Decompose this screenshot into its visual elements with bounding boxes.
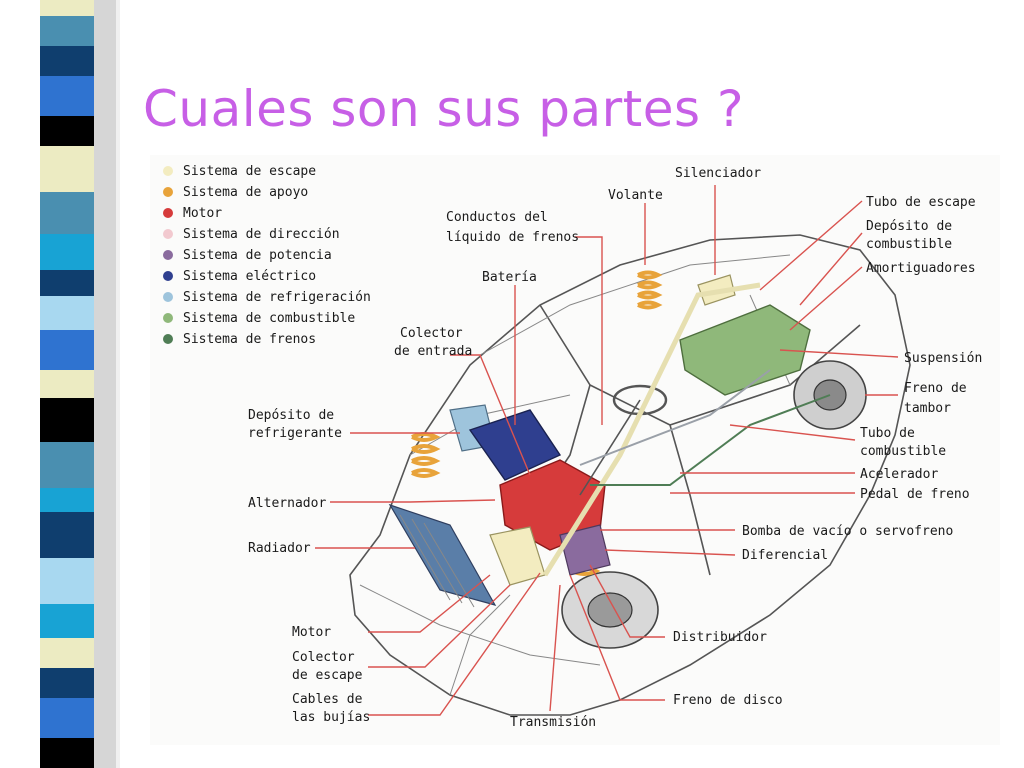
label-colector-escape-1: Colector: [292, 650, 355, 665]
label-tubo-comb-1: Tubo de: [860, 426, 915, 441]
legend-swatch: [163, 334, 173, 344]
label-volante: Volante: [608, 188, 663, 203]
legend-label: Sistema de dirección: [183, 227, 340, 242]
label-alternador: Alternador: [248, 496, 326, 511]
label-distribuidor: Distribuidor: [673, 630, 767, 645]
label-bateria: Batería: [482, 270, 537, 285]
legend-label: Sistema de potencia: [183, 248, 332, 263]
battery: [468, 409, 562, 481]
label-acelerador: Acelerador: [860, 467, 938, 482]
legend-swatch: [163, 271, 173, 281]
decorative-stripe: [0, 0, 120, 768]
label-transmision: Transmisión: [510, 715, 596, 730]
brake-lines: [590, 394, 831, 486]
label-conductos-1: Conductos del: [446, 210, 548, 225]
legend-label: Sistema de escape: [183, 164, 316, 179]
legend-swatch: [163, 166, 173, 176]
label-deposito-comb-2: combustible: [866, 237, 952, 252]
legend-label: Sistema de refrigeración: [183, 290, 371, 305]
label-freno-disco: Freno de disco: [673, 693, 783, 708]
legend-label: Motor: [183, 206, 222, 221]
label-colector-escape-2: de escape: [292, 668, 363, 683]
legend-swatch: [163, 250, 173, 260]
legend-swatch: [163, 229, 173, 239]
legend-label: Sistema eléctrico: [183, 269, 316, 284]
label-bomba: Bomba de vacío o servofreno: [742, 524, 953, 539]
part-labels: Silenciador Volante Conductos del líquid…: [248, 166, 982, 730]
label-pedal-freno: Pedal de freno: [860, 487, 970, 502]
label-tubo-comb-2: combustible: [860, 444, 946, 459]
label-amortiguadores: Amortiguadores: [866, 261, 976, 276]
radiator: [388, 503, 497, 608]
fuel-line: [579, 369, 771, 466]
label-deposito-comb-1: Depósito de: [866, 219, 952, 234]
legend-label: Sistema de frenos: [183, 332, 316, 347]
differential-housing: [559, 524, 611, 576]
legend-label: Sistema de apoyo: [183, 185, 308, 200]
wheels: [561, 360, 867, 649]
label-colector-entrada-1: Colector: [400, 326, 463, 341]
exhaust-pipe: [542, 282, 761, 577]
legend-label: Sistema de combustible: [183, 311, 355, 326]
label-freno-tambor-1: Freno de: [904, 381, 967, 396]
label-silenciador: Silenciador: [675, 166, 761, 181]
label-colector-entrada-2: de entrada: [394, 344, 472, 359]
slide-title: Cuales son sus partes ?: [143, 80, 745, 138]
label-motor: Motor: [292, 625, 331, 640]
label-deposito-refrig-2: refrigerante: [248, 426, 342, 441]
leader-lines: [315, 185, 899, 716]
label-radiador: Radiador: [248, 541, 311, 556]
legend-swatch: [163, 313, 173, 323]
legend-swatch: [163, 187, 173, 197]
label-cables-2: las bujías: [292, 710, 370, 725]
label-diferencial: Diferencial: [742, 548, 828, 563]
label-conductos-2: líquido de frenos: [446, 230, 579, 245]
label-cables-1: Cables de: [292, 692, 363, 707]
stripe-blocks: [40, 0, 94, 768]
label-tubo-escape: Tubo de escape: [866, 195, 976, 210]
fuel-tank: [679, 304, 811, 396]
legend-swatch: [163, 208, 173, 218]
label-suspension: Suspensión: [904, 351, 982, 366]
legend-swatch: [163, 292, 173, 302]
label-deposito-refrig-1: Depósito de: [248, 408, 334, 423]
label-freno-tambor-2: tambor: [904, 401, 951, 416]
